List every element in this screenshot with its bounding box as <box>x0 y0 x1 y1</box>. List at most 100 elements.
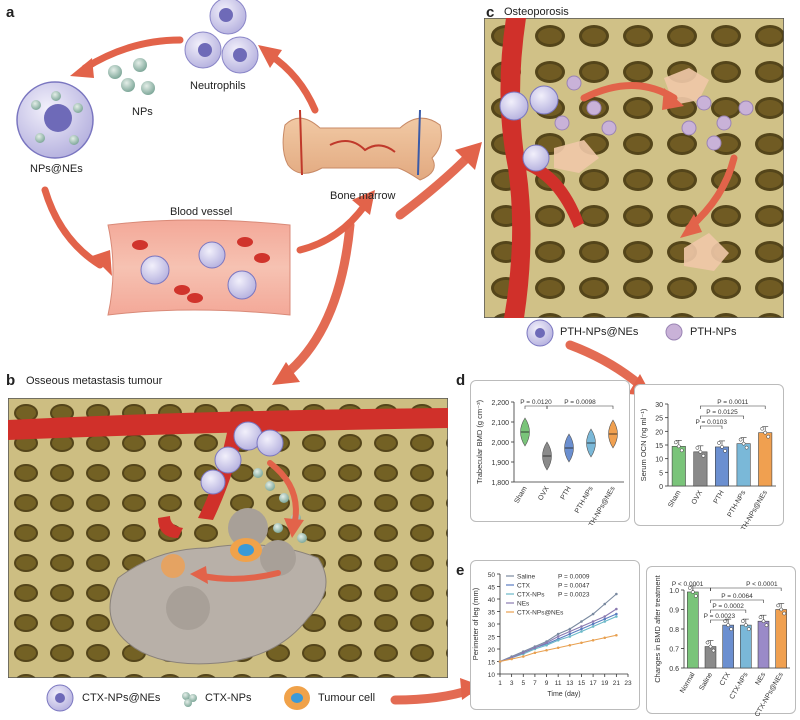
y-tick-label: 35 <box>488 610 496 617</box>
series-point <box>498 660 502 663</box>
series-point <box>533 651 537 655</box>
data-point <box>746 627 751 631</box>
y-tick-label: 1,900 <box>491 460 509 467</box>
series-point <box>568 643 572 647</box>
panel-a-letter: a <box>6 4 15 21</box>
panel-d-letter: d <box>456 372 466 389</box>
series-point <box>615 592 618 596</box>
x-tick-label: CTX-NPs <box>729 671 750 701</box>
series-point <box>556 632 560 636</box>
bar-ctx-nps@nes <box>775 609 787 669</box>
data-point <box>673 440 678 445</box>
x-tick-label: Sham <box>667 489 682 508</box>
data-point <box>687 586 692 590</box>
data-point <box>695 445 700 450</box>
data-point <box>758 615 763 620</box>
series-point <box>603 620 607 623</box>
series-point <box>533 646 537 650</box>
p-value-annotation: P < 0.0001 <box>746 581 778 588</box>
pth-nps-legend-icon <box>665 323 683 341</box>
x-tick-label: Sham <box>514 485 529 504</box>
tumour-cell-legend-label: Tumour cell <box>318 692 376 704</box>
x-tick-label: CTX <box>719 671 732 687</box>
significance-bracket <box>700 415 744 419</box>
x-tick-label: NEs <box>755 671 768 686</box>
data-point <box>676 444 681 449</box>
osseous-metastasis-illustration <box>8 398 448 678</box>
osteoporosis-illustration <box>484 18 784 318</box>
data-point <box>729 627 734 631</box>
nps-icon <box>108 58 155 95</box>
data-point <box>679 448 684 453</box>
series-point <box>591 612 595 616</box>
y-tick-label: 40 <box>488 597 496 604</box>
series-point <box>603 617 607 621</box>
blood-vessel-label: Blood vessel <box>170 206 233 218</box>
panel-a-illustration <box>16 0 442 316</box>
series-point <box>580 620 583 623</box>
series-point <box>580 630 583 633</box>
x-tick-label: 15 <box>578 680 586 687</box>
p-value-annotation: P = 0.0103 <box>695 419 727 426</box>
p-value-annotation: P = 0.0023 <box>704 613 736 620</box>
nps-label: NPs <box>132 106 153 118</box>
y-tick-label: 5 <box>659 470 663 477</box>
bone-marrow-label: Bone marrow <box>330 190 396 202</box>
pth-nps-legend-label: PTH-NPs <box>690 326 737 338</box>
bar-ctx <box>722 624 734 669</box>
y-axis-label: Perimeter of leg (mm) <box>471 587 480 660</box>
y-tick-label: 2,100 <box>491 420 509 427</box>
data-point <box>763 430 768 435</box>
x-tick-label: 21 <box>613 680 621 687</box>
series-point <box>591 625 595 628</box>
x-tick-label: 3 <box>510 680 514 687</box>
series-point <box>556 635 560 638</box>
significance-bracket <box>700 425 723 429</box>
p-value-annotation: P = 0.0011 <box>717 399 748 406</box>
y-tick-label: 0.9 <box>669 608 679 615</box>
significance-bracket <box>524 405 548 409</box>
y-tick-label: 10 <box>655 457 663 464</box>
series-point <box>615 615 618 618</box>
ctx-nps-legend-icon <box>182 692 197 707</box>
series-point <box>556 638 560 642</box>
x-tick-label: PTH-NPs <box>574 485 595 515</box>
series-point <box>510 657 513 661</box>
x-tick-label: 17 <box>589 680 597 687</box>
significance-bracket <box>710 587 782 591</box>
data-point <box>738 437 743 442</box>
legend-label: CTX-NPs@NEs <box>517 610 564 617</box>
series-point <box>603 602 607 606</box>
series-point <box>521 651 525 655</box>
data-point <box>726 623 731 627</box>
ctx-nps-legend-label: CTX-NPs <box>205 692 252 704</box>
legend-label: Saline <box>517 574 535 581</box>
series-point <box>568 627 572 631</box>
series-point <box>545 648 548 652</box>
x-tick-label: Normal <box>679 671 697 694</box>
ctx-nps-nes-legend-icon <box>46 684 74 712</box>
p-value-annotation: P = 0.0120 <box>520 399 552 406</box>
data-point <box>693 594 698 598</box>
x-tick-label: 1 <box>498 680 502 687</box>
data-point <box>717 441 721 445</box>
y-tick-label: 25 <box>655 416 663 423</box>
data-point <box>741 441 746 446</box>
significance-bracket <box>692 587 711 591</box>
data-point <box>764 623 769 628</box>
bar-pth-nps <box>736 443 751 487</box>
data-point <box>711 648 716 653</box>
series-point <box>580 641 583 645</box>
tumour-cell-legend-icon <box>284 686 310 710</box>
y-tick-label: 0.8 <box>669 627 679 634</box>
data-point <box>723 449 727 453</box>
legend-p-value: P = 0.0023 <box>558 592 590 599</box>
blood-vessel-icon <box>107 219 291 316</box>
x-tick-label: PTH <box>713 490 726 506</box>
x-tick-label: OVX <box>691 489 705 506</box>
p-value-annotation: P < 0.0001 <box>672 581 704 588</box>
series-point <box>568 632 572 636</box>
bar-pth-nps@nes <box>758 432 773 487</box>
